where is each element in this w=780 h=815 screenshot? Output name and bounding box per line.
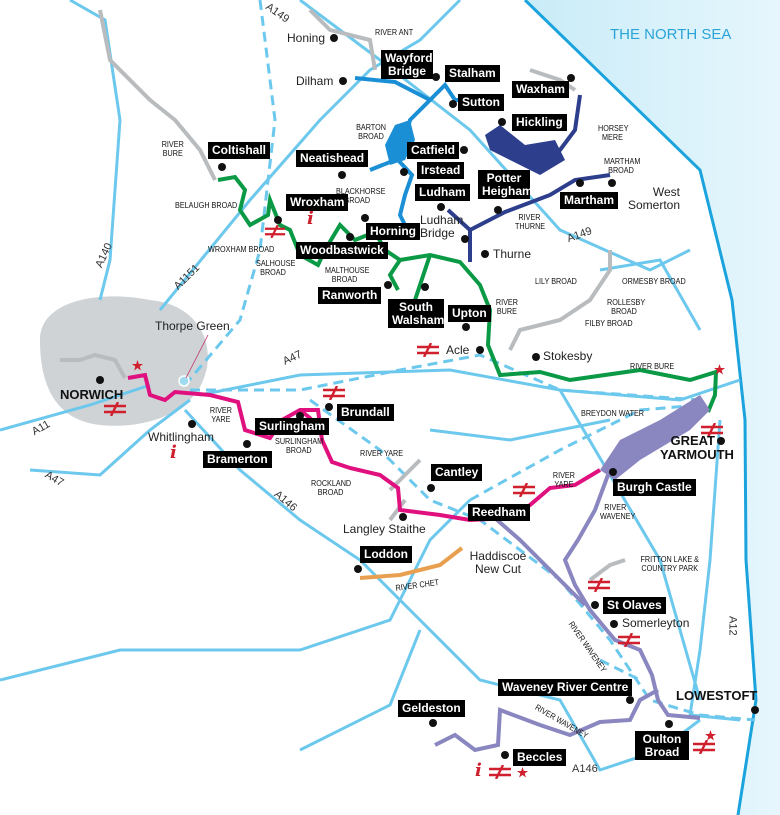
place-label-neatishead[interactable]: Neatishead xyxy=(296,150,369,167)
place-label-waxham[interactable]: Waxham xyxy=(512,81,569,98)
water-label: RIVER ANT xyxy=(375,27,414,37)
water-label: ROLLESBY BROAD xyxy=(607,297,646,316)
place-label-haddiscoe-new-cut: Haddiscoe New Cut xyxy=(469,549,527,576)
place-label-stokesby: Stokesby xyxy=(543,349,593,363)
water-label: SURLINGHAM BROAD xyxy=(275,436,324,455)
road-label-a12: A12 xyxy=(726,615,739,636)
town-label-great-yarmouth: GREAT YARMOUTH xyxy=(660,433,734,462)
water-label: BLACKHORSE BROAD xyxy=(336,186,386,205)
place-label-ludham-bridge: Ludham Bridge xyxy=(420,213,464,240)
place-label-dilham: Dilham xyxy=(296,74,334,88)
place-label-ludham[interactable]: Ludham xyxy=(415,184,470,201)
grey-waterways xyxy=(60,8,626,582)
attraction-star-icon xyxy=(705,730,716,741)
place-label-potter-heigham[interactable]: Potter Heigham xyxy=(478,170,533,200)
water-label: RIVER THURNE xyxy=(515,212,546,231)
place-label-coltishall[interactable]: Coltishall xyxy=(208,142,271,159)
place-label-thorpe-green: Thorpe Green xyxy=(155,319,230,333)
place-label-thurne: Thurne xyxy=(493,247,532,261)
place-label-langley-staithe: Langley Staithe xyxy=(343,522,426,536)
railway-station-icon xyxy=(416,343,440,357)
river-bure xyxy=(217,174,719,413)
place-label-geldeston[interactable]: Geldeston xyxy=(398,700,465,717)
norwich-urban-area xyxy=(40,296,208,426)
place-label-cantley[interactable]: Cantley xyxy=(431,464,483,481)
river-chet xyxy=(359,546,464,580)
attraction-star-icon xyxy=(517,767,528,778)
tourist-information-icon: i xyxy=(475,760,482,781)
water-label: RIVER BURE xyxy=(495,297,518,316)
water-label: BELAUGH BROAD xyxy=(175,200,238,210)
place-label-oulton-broad[interactable]: Oulton Broad xyxy=(635,731,689,761)
river-waveney xyxy=(434,474,701,753)
place-label-whitlingham: Whitlingham xyxy=(148,430,215,444)
place-dots xyxy=(96,34,759,759)
place-label-sutton[interactable]: Sutton xyxy=(458,94,504,111)
place-label-martham[interactable]: Martham xyxy=(560,192,619,209)
place-label-brundall[interactable]: Brundall xyxy=(337,404,394,421)
water-label: BREYDON WATER xyxy=(581,408,645,418)
water-label: ORMESBY BROAD xyxy=(622,276,686,286)
water-label: BARTON BROAD xyxy=(356,122,386,141)
water-label: RIVER YARE xyxy=(360,448,404,458)
tourist-information-icon: i xyxy=(307,208,314,229)
water-label: RIVER BURE xyxy=(630,361,675,371)
place-label-wroxham[interactable]: Wroxham xyxy=(286,194,349,211)
water-label: RIVER YARE xyxy=(209,405,232,424)
water-label: MALTHOUSE BROAD xyxy=(325,265,370,284)
water-label: FRITTON LAKE & COUNTRY PARK xyxy=(640,554,699,573)
place-label-waveney-river-centre[interactable]: Waveney River Centre xyxy=(498,679,633,696)
water-label: MARTHAM BROAD xyxy=(604,156,641,175)
water-label: SALHOUSE BROAD xyxy=(256,258,296,277)
water-label: RIVER BURE xyxy=(161,139,184,158)
railway-station-icon xyxy=(488,765,512,779)
place-label-catfield[interactable]: Catfield xyxy=(407,142,460,159)
place-label-west-somerton: West Somerton xyxy=(627,185,680,212)
place-label-loddon[interactable]: Loddon xyxy=(360,546,412,563)
place-label-woodbastwick[interactable]: Woodbastwick xyxy=(296,242,388,259)
place-label-wayford-bridge[interactable]: Wayford Bridge xyxy=(381,50,433,80)
water-label: FILBY BROAD xyxy=(585,318,633,328)
railway-station-icon xyxy=(692,740,716,754)
place-label-surlingham[interactable]: Surlingham xyxy=(255,418,330,435)
coastline xyxy=(523,0,758,815)
place-label-somerleyton: Somerleyton xyxy=(622,616,690,630)
town-label-lowestoft: LOWESTOFT xyxy=(676,688,758,703)
tourist-information-icon: i xyxy=(170,442,177,463)
place-label-bramerton[interactable]: Bramerton xyxy=(203,451,272,468)
place-label-ranworth[interactable]: Ranworth xyxy=(318,287,382,304)
place-label-upton[interactable]: Upton xyxy=(448,305,491,322)
place-label-reedham[interactable]: Reedham xyxy=(468,504,531,521)
place-label-irstead[interactable]: Irstead xyxy=(417,162,465,179)
water-label: WROXHAM BROAD xyxy=(208,244,275,254)
town-label-norwich: NORWICH xyxy=(60,387,124,402)
place-label-hickling[interactable]: Hickling xyxy=(512,114,567,131)
water-label: RIVER YARE xyxy=(552,470,575,489)
water-label: LILY BROAD xyxy=(535,276,577,286)
water-label: RIVER WAVENEY xyxy=(600,502,636,521)
place-label-south-walsham[interactable]: South Walsham xyxy=(388,299,444,329)
north-sea xyxy=(525,0,780,815)
thorpe-green-pointer xyxy=(185,334,209,379)
water-label: ROCKLAND BROAD xyxy=(311,478,352,497)
breydon-water xyxy=(600,395,710,480)
place-label-burgh-castle[interactable]: Burgh Castle xyxy=(613,479,696,496)
water-label: HORSEY MERE xyxy=(598,123,629,142)
railway-station-icon xyxy=(322,386,346,400)
road-label-a146: A146 xyxy=(572,763,598,775)
place-label-stalham[interactable]: Stalham xyxy=(445,65,500,82)
place-label-horning[interactable]: Horning xyxy=(366,223,420,240)
place-label-st-olaves[interactable]: St Olaves xyxy=(603,597,666,614)
hickling-broad xyxy=(485,125,565,175)
place-label-honing: Honing xyxy=(287,31,326,45)
thorpe-green-marker xyxy=(178,375,190,387)
railway-station-icon xyxy=(512,483,536,497)
place-label-beccles[interactable]: Beccles xyxy=(513,749,567,766)
sea-label: THE NORTH SEA xyxy=(610,26,732,43)
place-label-acle: Acle xyxy=(446,343,470,357)
